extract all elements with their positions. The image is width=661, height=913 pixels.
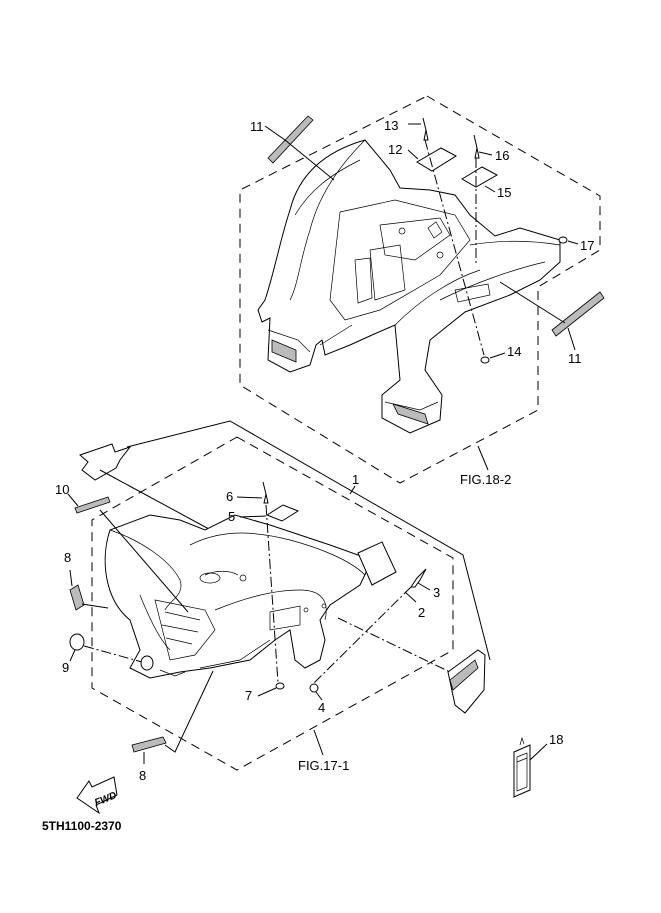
part-8-decal-lower [131, 670, 214, 764]
callout-11b: 11 [568, 351, 582, 366]
part-14-grommet [480, 352, 506, 364]
part-11-emblem-right [499, 281, 605, 351]
figure-ref-18-2: FIG.18-2 [460, 472, 511, 487]
part-13-rivet [408, 117, 485, 356]
part-17-grommet [558, 236, 579, 245]
callout-4: 4 [318, 700, 325, 715]
part-3-rivet [313, 568, 431, 684]
part-1-decal [79, 443, 221, 536]
callout-9: 9 [62, 660, 69, 675]
part-16-rivet [473, 134, 493, 265]
callout-15: 15 [497, 185, 511, 200]
rear-group-boundary [239, 95, 601, 484]
part-11-emblem-upper [264, 115, 335, 181]
front-fender-body [104, 514, 373, 679]
diagram-code: 5TH1100-2370 [42, 819, 122, 833]
part-9-reflector [69, 633, 154, 671]
part-5-plate [239, 504, 300, 522]
callout-8a: 8 [64, 550, 71, 565]
fwd-arrow: FWD [76, 776, 118, 815]
callout-8b: 8 [139, 768, 146, 783]
callout-6: 6 [226, 489, 233, 504]
front-fender-group: 1 2 3 4 5 6 7 8 8 9 10 FIG.17-1 [55, 420, 491, 783]
rear-fender-group: 11 13 12 16 15 17 14 11 FIG.18-2 [239, 95, 605, 487]
callout-17: 17 [580, 238, 594, 253]
figure-ref-17-1: FIG.17-1 [298, 758, 349, 773]
callout-11a: 11 [250, 119, 264, 134]
callout-18: 18 [549, 732, 563, 747]
fwd-arrow-icon [76, 776, 118, 815]
part-4-grommet [309, 683, 323, 701]
part-12-plate [407, 147, 457, 172]
part-2-plate [357, 541, 417, 603]
part-10-emblem [67, 493, 189, 613]
callout-5: 5 [228, 509, 235, 524]
callout-1: 1 [352, 472, 359, 487]
part-7-grommet [257, 682, 285, 697]
part-8-decal-upper [69, 569, 109, 611]
callout-12: 12 [388, 142, 402, 157]
part-6-rivet [236, 481, 279, 684]
callout-10: 10 [55, 482, 69, 497]
front-group-boundary [91, 436, 454, 771]
callout-7: 7 [245, 688, 252, 703]
callout-16: 16 [495, 148, 509, 163]
callout-14: 14 [507, 344, 521, 359]
part-1-side-decal [337, 617, 486, 714]
callout-3: 3 [433, 585, 440, 600]
rear-fender-body [257, 139, 561, 434]
callout-2: 2 [418, 605, 425, 620]
part-15-plate [461, 166, 499, 193]
part-1-set-outline [126, 420, 491, 661]
part-18-label: 18 [513, 732, 563, 798]
callout-13: 13 [384, 118, 398, 133]
